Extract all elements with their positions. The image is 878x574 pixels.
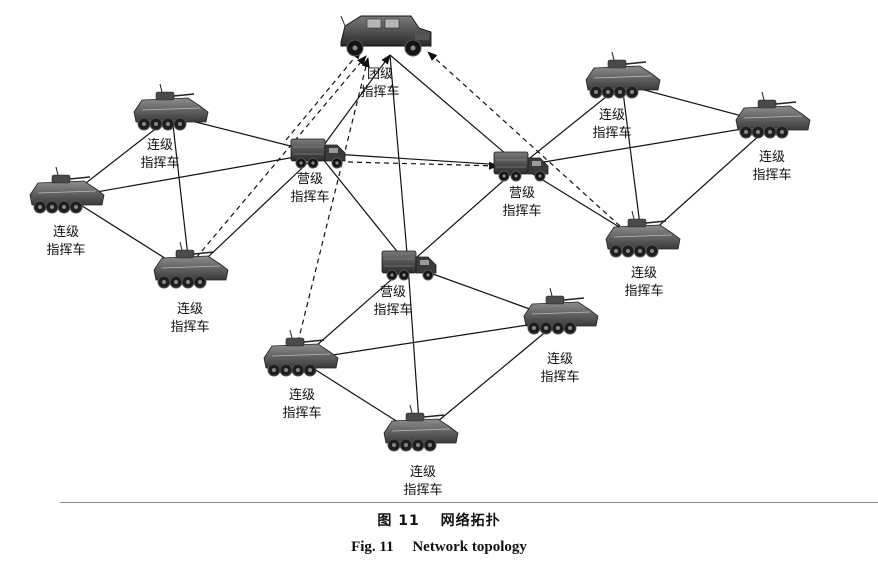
apc-vehicle-co-r-right [735,91,811,139]
node-label-line1: 连级 [599,107,625,123]
node-label-line1: 连级 [759,149,785,165]
link-bn_right-bn_center [407,165,521,266]
node-label-line1: 连级 [410,464,436,480]
node-label-line2: 指挥车 [592,125,631,141]
apc-vehicle-co-l-left [29,166,105,214]
link-co_c_right-co_c_bottom [419,319,561,437]
node-label-line1: 营级 [509,186,535,201]
node-label-line2: 指挥车 [403,482,442,498]
apc-vehicle-co-r-bottom [605,210,681,258]
link-bn_left-regiment [317,54,391,154]
dashed-link-co_c_left-to-regiment [297,57,370,343]
node-label-line2: 指挥车 [624,283,663,299]
node-label-line1: 连级 [547,351,573,367]
dashed-link-bn_left-to-bn_right [347,161,499,170]
truck-vehicle-bn-center [381,250,437,281]
apc-vehicle-co-c-left [263,329,339,377]
node-label-line2: 指挥车 [140,155,179,171]
apc-vehicle-co-l-bottom [153,241,229,289]
node-label-line2: 指挥车 [360,84,399,100]
link-co_l_bottom-bn_left [189,152,319,275]
node-label-line1: 营级 [380,285,406,300]
node-label-line1: 连级 [177,301,203,317]
node-label-line1: 连级 [289,387,315,403]
link-bn_left-bn_right [317,152,521,167]
link-bn_left-bn_center [317,152,409,266]
truck-vehicle-bn-right [493,151,549,182]
figure-caption-english: Fig. 11 Network topology [351,539,527,555]
humvee-vehicle-regiment [340,15,432,57]
link-regiment-bn_right [389,54,521,167]
node-label-line2: 指挥车 [290,189,329,205]
node-label-line1: 连级 [147,137,173,153]
dashed-link-bn_left-to-regiment [285,49,362,141]
apc-vehicle-co-r-top [585,51,661,99]
dashed-link-co_l_bottom-to-regiment [195,55,367,259]
link-bn_right-co_r_right [519,123,773,167]
node-label-line2: 指挥车 [752,167,791,183]
node-label-line2: 指挥车 [282,405,321,421]
node-label-line1: 连级 [631,265,657,281]
figure-caption-chinese: 图 11 网络拓扑 [377,513,501,529]
apc-vehicle-co-c-right [523,287,599,335]
dashed-link-co_r_bottom-to-regiment [427,51,621,227]
link-co_c_left-co_c_right [299,319,561,361]
link-bn_center-co_c_bottom [407,264,421,437]
node-label-line2: 指挥车 [373,302,412,318]
node-label-line2: 指挥车 [46,242,85,258]
node-label-line1: 团级 [367,67,393,82]
node-label-line2: 指挥车 [502,203,541,219]
apc-vehicle-co-l-top [133,83,209,131]
nodes: 团级指挥车营级指挥车营级指挥车营级指挥车连级指挥车连级指挥车连级指挥车连级指挥车… [29,15,811,498]
node-label-line1: 连级 [53,224,79,240]
apc-vehicle-co-c-bottom [383,404,459,452]
truck-vehicle-bn-left [290,138,346,169]
node-label-line2: 指挥车 [540,369,579,385]
link-co_l_top-co_l_bottom [171,115,191,275]
node-label-line1: 营级 [297,172,323,187]
link-regiment-bn_center [389,54,412,266]
link-co_l_left-bn_left [67,152,319,198]
caption-divider [60,502,878,503]
link-co_r_top-co_r_bottom [621,83,643,242]
node-label-line2: 指挥车 [170,319,209,335]
